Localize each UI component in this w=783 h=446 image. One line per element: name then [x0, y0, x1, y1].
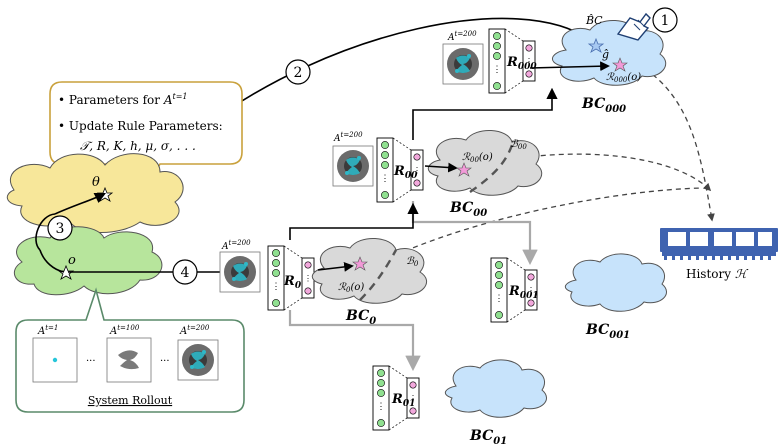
- system-rollout-panel: [15, 287, 245, 413]
- bc000-label: BC000: [581, 96, 626, 115]
- step3-curve-up: [35, 213, 56, 251]
- step-4-number: 4: [181, 265, 190, 281]
- cloud-bc00: [427, 130, 543, 196]
- snapshot-r0: [219, 251, 261, 293]
- step-2-badge: [285, 59, 311, 85]
- step3-curve-to-theta: [54, 192, 107, 215]
- snapshot-r00-label: At=200: [333, 131, 363, 144]
- bc0-boundary: [359, 249, 398, 301]
- rollout-frame-2-label: At=100: [109, 324, 140, 337]
- theta-bullet-2: • Update Rule Parameters:: [58, 119, 223, 133]
- snapshot-r00: [332, 145, 374, 187]
- r0-to-bc0-arrow: [317, 262, 354, 272]
- o-star-icon: [57, 264, 75, 280]
- theta-params: 𝒯, R, K, h, μ, σ, . . .: [80, 139, 196, 153]
- target-bc-symbol: B̂C: [585, 14, 603, 27]
- history-memory-icon: [660, 228, 778, 260]
- goal-symbol: ĝ: [602, 48, 609, 61]
- o-symbol: o: [68, 253, 76, 268]
- bc0-region-label: ℬ0: [406, 256, 419, 268]
- goal-star-icon: [587, 37, 605, 53]
- step-3-number: 3: [56, 221, 65, 237]
- rollout-dots-1: ···: [86, 356, 96, 367]
- snapshot-r0-label: At=200: [221, 239, 251, 252]
- bc00-map-label: ℛ00(o): [462, 152, 493, 164]
- bc00-boundary: [469, 144, 514, 193]
- r00-to-bc00-arrow: [424, 162, 458, 173]
- bc000-map-label: ℛ000(o): [606, 72, 641, 84]
- bc00-region-label: ℬ00: [510, 139, 527, 151]
- black-connectors: [289, 87, 558, 240]
- bc001-label: BC001: [585, 322, 630, 341]
- bc00-star-icon: [456, 162, 472, 177]
- step-1-badge: [652, 7, 678, 33]
- step-4-badge: [172, 259, 198, 285]
- bc00-label: BC00: [449, 200, 487, 219]
- rollout-title: System Rollout: [88, 394, 173, 407]
- model-r0-label: R0: [283, 274, 302, 291]
- rollout-frame-1-label: At=1: [37, 324, 58, 337]
- cloud-bc0: [311, 238, 427, 304]
- theta-symbol: θ: [92, 175, 100, 190]
- step-2-number: 2: [294, 65, 303, 81]
- snapshot-r000: [442, 43, 484, 85]
- snapshot-r000-label: At=200: [447, 30, 477, 43]
- model-r00-label: R00: [393, 164, 418, 181]
- step2-curve: [199, 17, 591, 131]
- step3-curve-down: [39, 249, 65, 273]
- model-r000-label: R000: [506, 55, 537, 72]
- cloud-bc01: [444, 359, 547, 418]
- theta-bullet-1: • Parameters for At=1: [58, 92, 188, 107]
- bc0-star-icon: [352, 256, 368, 271]
- r000-to-bc000-arrow: [529, 61, 610, 72]
- cloud-bc001: [564, 253, 667, 312]
- yellow-cloud-theta: [6, 153, 184, 233]
- bc0-map-label: ℛ0(o): [338, 282, 364, 294]
- bc0-label: BC0: [345, 308, 376, 327]
- model-r01-label: R01: [391, 392, 415, 409]
- rollout-dots-2: ···: [160, 356, 170, 367]
- history-dashed-arrows: [379, 59, 715, 263]
- bc01-label: BC01: [469, 428, 507, 446]
- step-1-number: 1: [661, 13, 670, 29]
- bc000-star-pink-icon: [612, 57, 628, 72]
- history-label: History ℋ: [686, 267, 749, 281]
- step-3-badge: [47, 215, 73, 241]
- rollout-frame-3-label: At=200: [179, 324, 210, 337]
- pointing-hand-icon: [616, 12, 651, 41]
- model-r001-label: R001: [508, 284, 539, 301]
